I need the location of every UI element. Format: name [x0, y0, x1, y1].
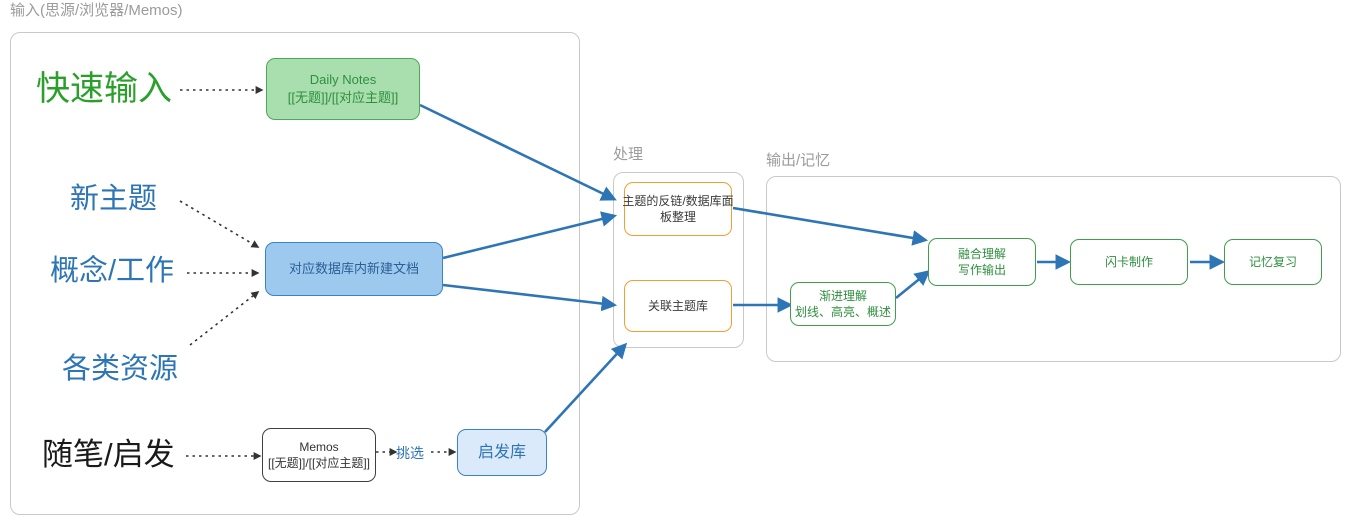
node-progressive-understanding-line2: 划线、高亮、概述 — [794, 305, 891, 319]
group-label-input: 输入(思源/浏览器/Memos) — [10, 2, 183, 19]
node-memory-review-line1: 记忆复习 — [1248, 254, 1297, 269]
node-daily-notes[interactable]: Daily Notes [[无题]]/[[对应主题]] — [266, 58, 420, 120]
label-quick-input: 快速输入 — [36, 70, 172, 108]
label-new-topic: 新主题 — [70, 183, 158, 215]
node-progressive-understanding-line1: 渐进理解 — [818, 288, 867, 303]
node-progressive-understanding[interactable]: 渐进理解 划线、高亮、概述 — [790, 282, 896, 326]
edge-label-pick: 挑选 — [396, 445, 424, 461]
node-daily-notes-line1: Daily Notes — [309, 72, 377, 88]
label-resources: 各类资源 — [62, 353, 179, 385]
container-processing — [613, 172, 744, 348]
node-memos[interactable]: Memos [[无题]]/[[对应主题]] — [262, 428, 376, 482]
node-related-topic-db[interactable]: 关联主题库 — [624, 280, 732, 332]
node-new-doc[interactable]: 对应数据库内新建文档 — [265, 242, 443, 296]
node-backlink-db-panel[interactable]: 主题的反链/数据库面 板整理 — [622, 182, 734, 236]
node-flashcard-creation-line1: 闪卡制作 — [1104, 254, 1153, 269]
container-input — [10, 32, 580, 515]
node-backlink-db-panel-line2: 板整理 — [659, 210, 696, 224]
label-essay-idea: 随笔/启发 — [42, 437, 175, 472]
node-flashcard-creation[interactable]: 闪卡制作 — [1070, 239, 1188, 285]
node-backlink-db-panel-line1: 主题的反链/数据库面 — [622, 193, 734, 208]
node-memory-review[interactable]: 记忆复习 — [1224, 239, 1322, 285]
node-fusion-writing-output-line2: 写作输出 — [957, 263, 1006, 277]
group-label-output: 输出/记忆 — [766, 152, 831, 169]
node-inspiration-library[interactable]: 启发库 — [457, 429, 547, 476]
node-new-doc-line1: 对应数据库内新建文档 — [288, 261, 419, 277]
label-concept-work: 概念/工作 — [50, 255, 175, 287]
node-inspiration-library-line1: 启发库 — [477, 443, 526, 461]
group-label-processing: 处理 — [613, 146, 644, 163]
node-memos-line2: [[无题]]/[[对应主题]] — [267, 456, 370, 470]
node-related-topic-db-line1: 关联主题库 — [647, 298, 708, 313]
node-daily-notes-line2: [[无题]]/[[对应主题]] — [287, 90, 399, 105]
node-fusion-writing-output-line1: 融合理解 — [957, 246, 1006, 261]
node-fusion-writing-output[interactable]: 融合理解 写作输出 — [928, 238, 1036, 286]
node-memos-line1: Memos — [299, 439, 339, 454]
container-output — [766, 176, 1341, 362]
